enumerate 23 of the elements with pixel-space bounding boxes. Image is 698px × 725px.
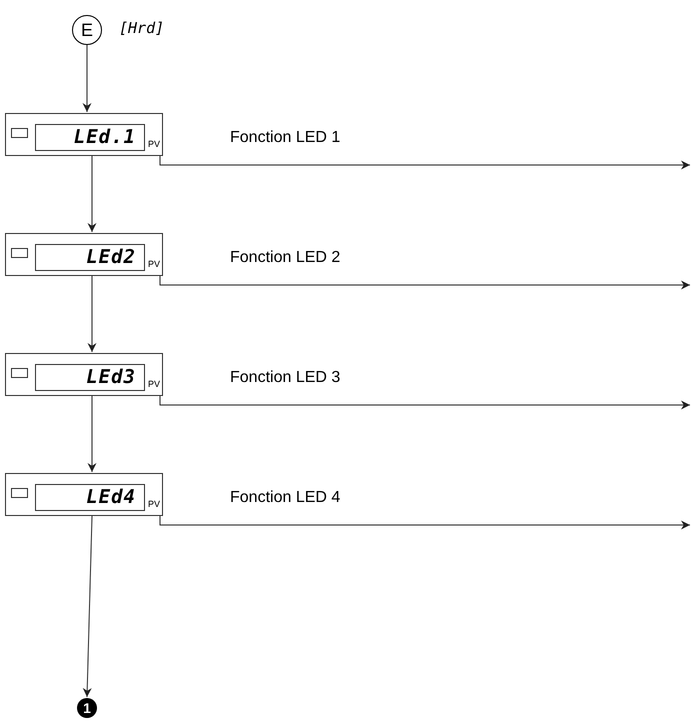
arrow xyxy=(82,516,92,698)
step-number: 1 xyxy=(77,698,97,718)
arrow xyxy=(160,276,690,290)
mode-code: [Hrd] xyxy=(119,21,164,36)
display-readout: LEd3 xyxy=(35,364,145,391)
pv-label: PV xyxy=(148,500,160,509)
display-panel xyxy=(5,233,163,276)
arrow xyxy=(88,276,96,352)
pv-label: PV xyxy=(148,140,160,149)
arrow xyxy=(82,44,92,112)
arrow xyxy=(160,516,690,530)
display-readout: LEd4 xyxy=(35,484,145,511)
arrow xyxy=(160,156,690,170)
display-panel xyxy=(5,473,163,516)
arrow xyxy=(160,396,690,410)
display-readout: LEd2 xyxy=(35,244,145,271)
display-panel xyxy=(5,353,163,396)
display-panel xyxy=(5,113,163,156)
display-readout: LEd.1 xyxy=(35,124,145,151)
arrow xyxy=(88,396,96,472)
pv-label: PV xyxy=(148,260,160,269)
pv-label: PV xyxy=(148,380,160,389)
arrow xyxy=(88,156,96,232)
